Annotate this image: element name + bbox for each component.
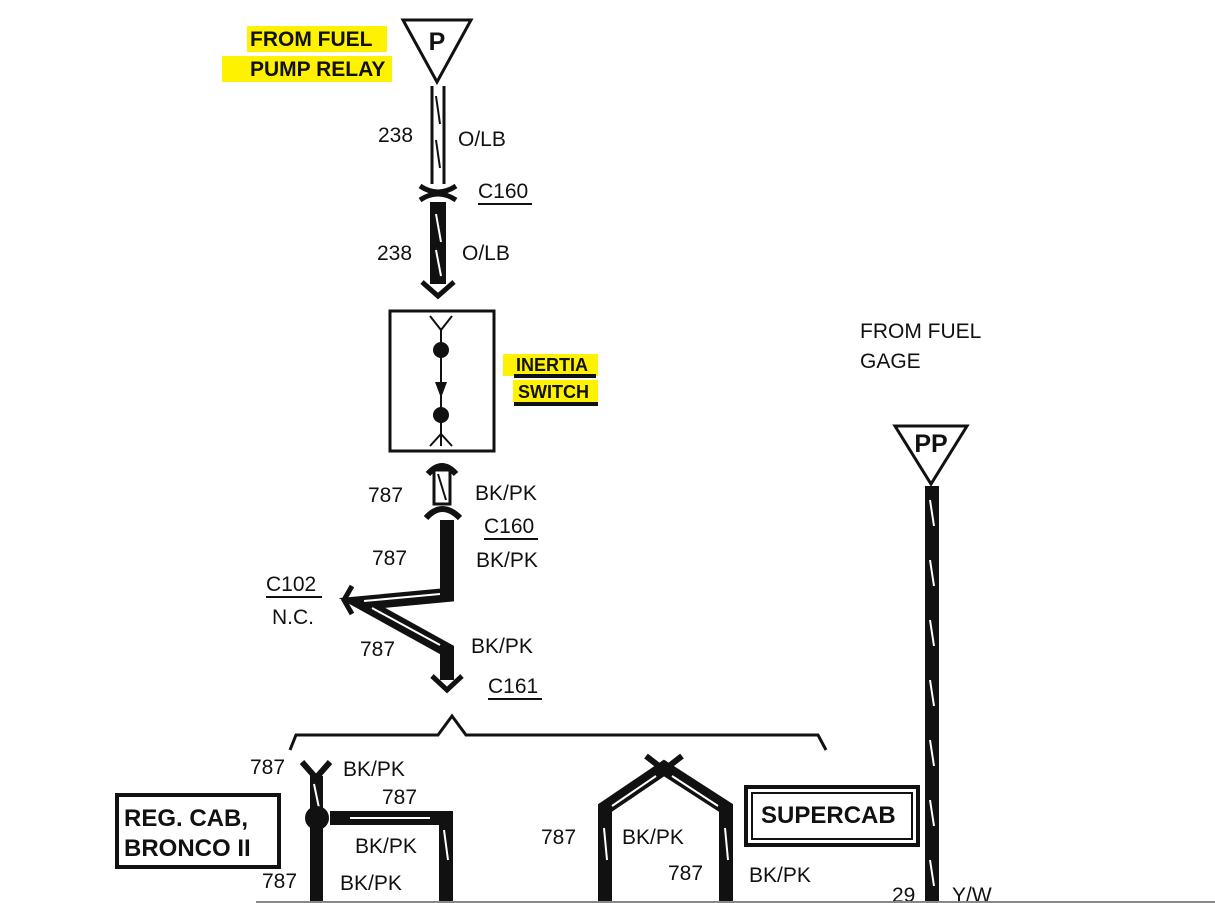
wire-787-color-8: BK/PK (749, 864, 811, 887)
c160-label-lower: C160 (484, 515, 534, 538)
source-p-symbol: P (429, 28, 446, 56)
highlight-switch (513, 380, 598, 402)
connector-c160-upper (418, 183, 458, 203)
wire-787-circuit-5: 787 (382, 786, 417, 809)
bronco-label: BRONCO II (124, 835, 251, 862)
source-triangle-pp (892, 424, 970, 487)
nc-label: N.C. (272, 606, 314, 629)
supercab-box: SUPERCAB (744, 785, 920, 847)
highlight-pump-relay (222, 56, 392, 82)
wire-787-circuit-2: 787 (372, 547, 407, 570)
wire-238-circuit-lower: 238 (377, 242, 412, 265)
reg-cab-box: REG. CAB, BRONCO II (115, 793, 281, 869)
fuel-gage-source: PP (892, 424, 970, 487)
wire-787-zigzag (338, 520, 464, 694)
wire-787-circuit-1: 787 (368, 484, 403, 507)
supercab-wiring (598, 753, 733, 903)
from-fuel-gage-line2: GAGE (860, 350, 921, 373)
source-pp-symbol: PP (914, 430, 947, 458)
supercab-label: SUPERCAB (761, 802, 896, 829)
highlight-inertia (503, 354, 598, 376)
wire-238-color-lower: O/LB (462, 242, 510, 265)
c161-label: C161 (488, 675, 538, 698)
wire-787-circuit-3: 787 (360, 638, 395, 661)
wire-238-upper (430, 86, 446, 184)
highlight-from-fuel (247, 26, 387, 52)
reg-cab-wiring (299, 760, 453, 903)
c160-label-upper: C160 (478, 180, 528, 203)
wire-29-circuit: 29 (892, 884, 915, 903)
wire-29-color: Y/W (952, 884, 992, 903)
wire-787-circuit-6: 787 (262, 870, 297, 893)
from-fuel-label: FROM FUEL (250, 28, 373, 51)
wire-238-color-upper: O/LB (458, 128, 506, 151)
wire-238-circuit-upper: 238 (378, 124, 413, 147)
wire-787-circuit-4: 787 (250, 756, 285, 779)
connector-c160-lower (423, 463, 463, 521)
pump-relay-label: PUMP RELAY (250, 58, 385, 81)
inertia-switch (388, 309, 496, 453)
wire-787-circuit-8: 787 (668, 862, 703, 885)
wire-787-color-2: BK/PK (476, 549, 538, 572)
wire-787-circuit-7: 787 (541, 826, 576, 849)
wire-787-color-3: BK/PK (471, 635, 533, 658)
inertia-label: INERTIA (516, 355, 588, 375)
wire-29 (925, 486, 939, 903)
source-triangle-p (400, 18, 474, 86)
wire-787-color-6: BK/PK (340, 872, 402, 895)
variant-bracket (288, 713, 828, 751)
reg-cab-label: REG. CAB, (124, 805, 248, 832)
fuel-pump-relay-source: P (400, 18, 474, 86)
wire-787-color-4: BK/PK (343, 758, 405, 781)
wire-787-color-7: BK/PK (622, 826, 684, 849)
from-fuel-gage-line1: FROM FUEL (860, 320, 981, 343)
switch-label: SWITCH (518, 382, 589, 402)
wire-238-lower (420, 202, 456, 300)
wire-787-color-1: BK/PK (475, 482, 537, 505)
c102-label: C102 (266, 573, 316, 596)
wire-787-color-5: BK/PK (355, 835, 417, 858)
